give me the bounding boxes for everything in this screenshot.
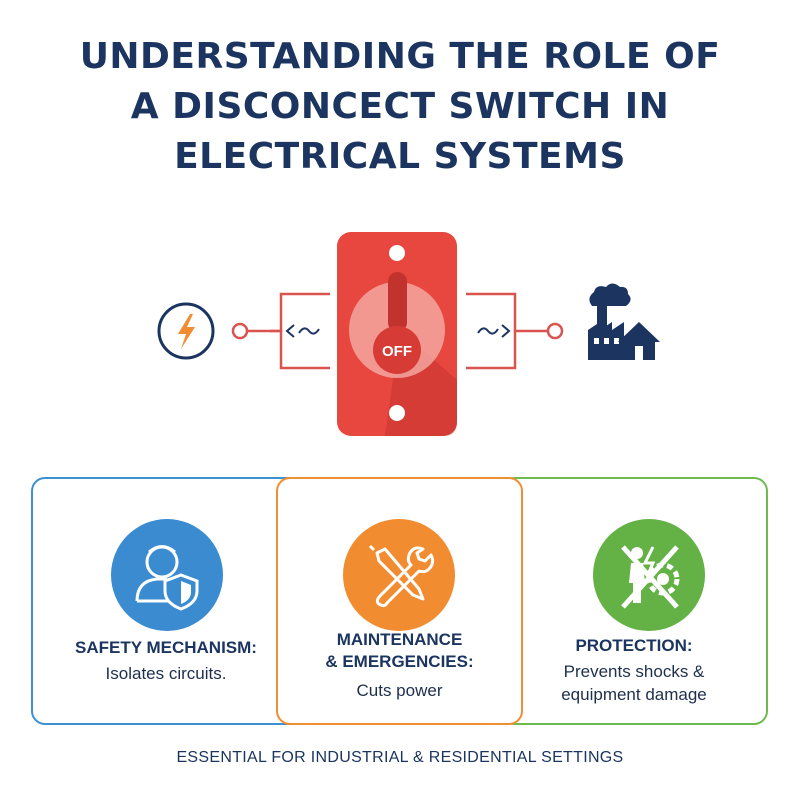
switch-lever[interactable]	[388, 272, 407, 332]
left-wire	[231, 292, 330, 370]
disconnect-switch-diagram: OFF	[157, 232, 660, 436]
card-description-line-1: Prevents shocks &	[563, 662, 705, 681]
card-protection: PROTECTION: Prevents shocks & equipment …	[500, 477, 768, 725]
card-description: Prevents shocks & equipment damage	[502, 660, 766, 706]
bottom-screw-icon	[389, 405, 405, 421]
title-line-3: ELECTRICAL SYSTEMS	[174, 136, 626, 177]
right-wave-icon	[477, 324, 511, 338]
card-description-line-2: equipment damage	[561, 685, 707, 704]
card-safety-mechanism: SAFETY MECHANISM: Isolates circuits.	[31, 477, 301, 725]
card-heading: MAINTENANCE & EMERGENCIES:	[278, 629, 521, 673]
no-shock-gear-icon	[593, 519, 705, 631]
user-shield-icon	[111, 519, 223, 631]
top-screw-icon	[389, 245, 405, 261]
right-wire	[466, 292, 564, 370]
title-line-1: UNDERSTANDING THE ROLE OF	[79, 36, 721, 77]
factory-house-icon	[588, 283, 660, 360]
wrench-screwdriver-icon	[343, 519, 455, 631]
switch-state-label: OFF	[382, 343, 412, 360]
card-heading: SAFETY MECHANISM:	[75, 638, 257, 657]
footer-note: ESSENTIAL FOR INDUSTRIAL & RESIDENTIAL S…	[176, 749, 624, 766]
card-description: Cuts power	[356, 681, 443, 700]
card-maintenance-emergencies: MAINTENANCE & EMERGENCIES: Cuts power	[276, 477, 523, 725]
card-description: Isolates circuits.	[105, 664, 227, 683]
card-heading-line-2: & EMERGENCIES:	[325, 652, 474, 671]
card-heading-line-1: MAINTENANCE	[336, 630, 463, 649]
disconnect-switch[interactable]: OFF	[337, 232, 457, 436]
title-line-2: A DISCONCECT SWITCH IN	[130, 86, 670, 127]
left-wave-icon	[285, 324, 320, 338]
page-title: UNDERSTANDING THE ROLE OF A DISCONCECT S…	[0, 32, 800, 182]
card-heading: PROTECTION:	[575, 636, 693, 655]
power-source-icon	[157, 302, 215, 360]
